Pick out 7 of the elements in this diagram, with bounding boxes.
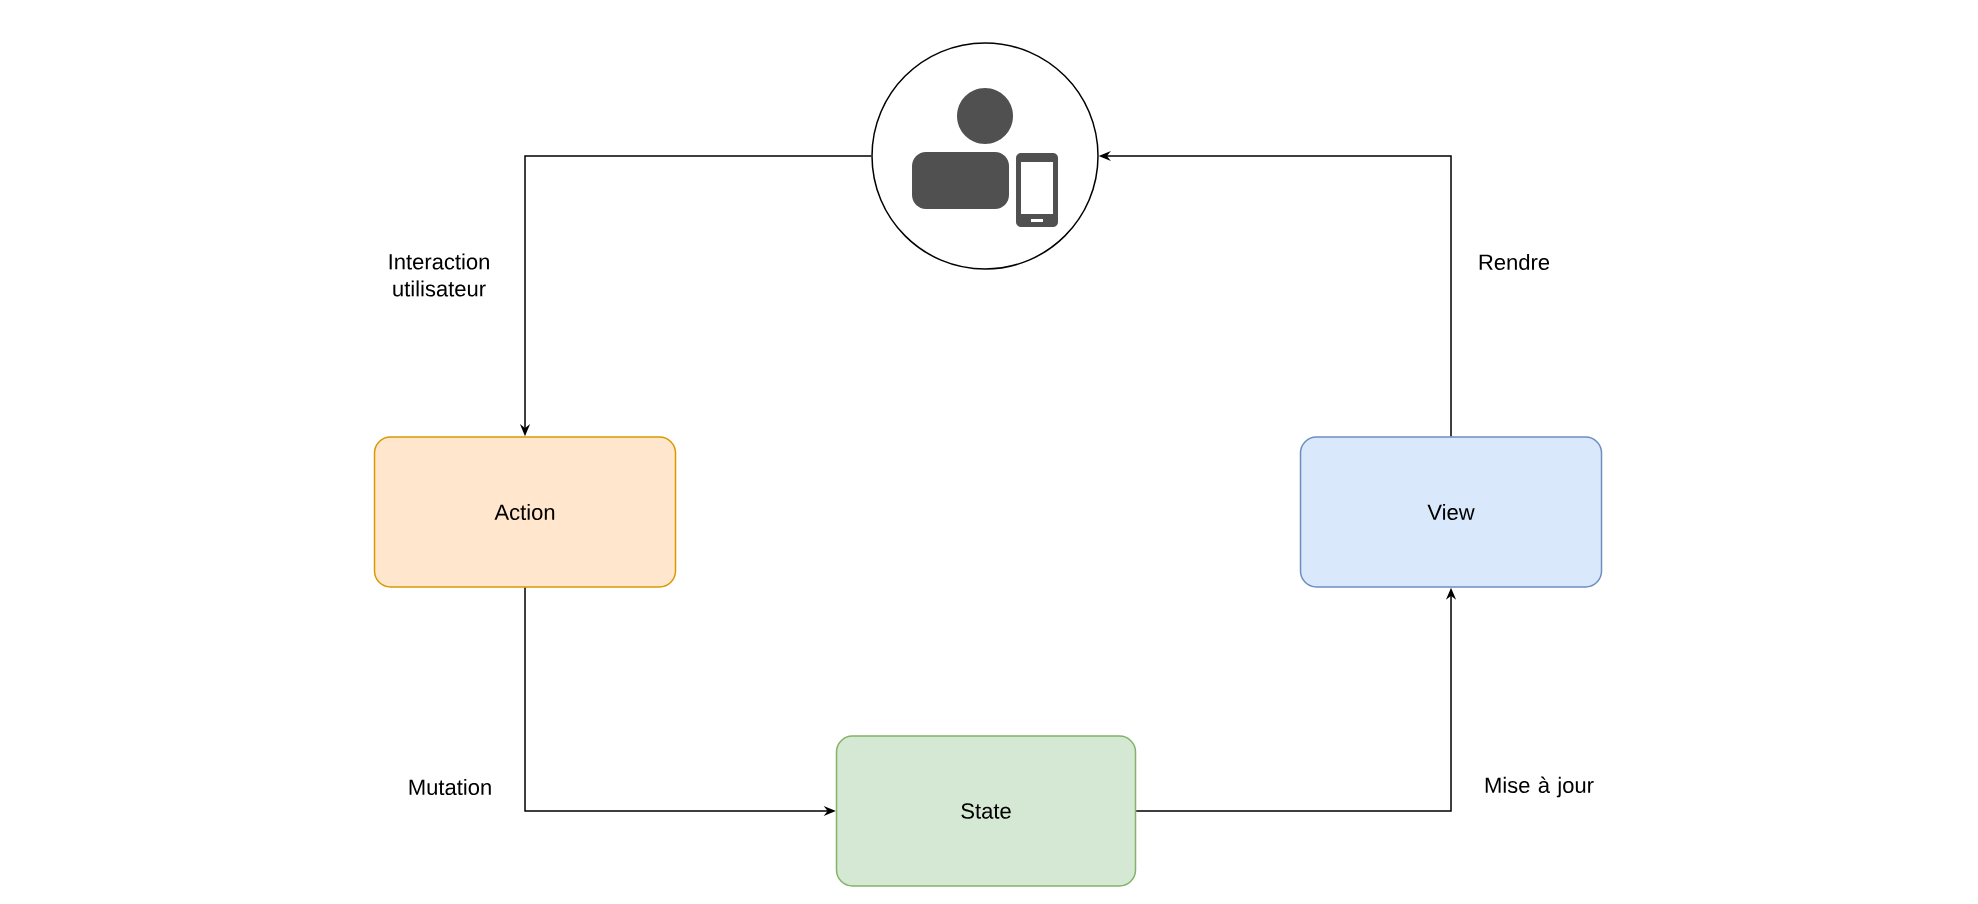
- edge-label: Mutation: [409, 778, 491, 796]
- process-box: View: [1299, 436, 1603, 588]
- edge-label: Mise à jour: [1485, 776, 1594, 798]
- edge-label: Interaction utilisateur: [389, 253, 489, 297]
- process-box: Action: [373, 436, 677, 588]
- process-box: State: [835, 735, 1137, 887]
- edge-label: Rendre: [1479, 253, 1550, 271]
